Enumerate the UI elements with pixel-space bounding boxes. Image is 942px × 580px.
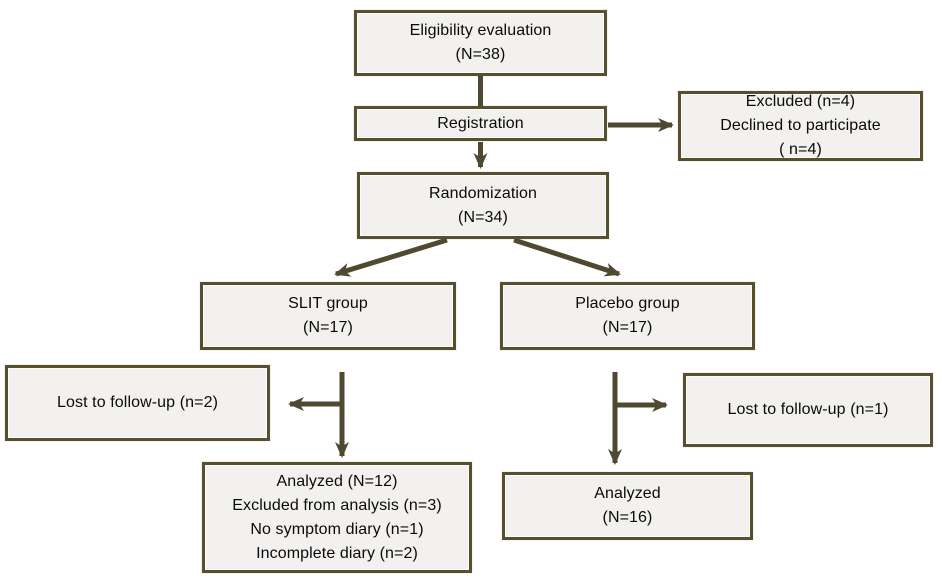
box-analyzed-placebo: Analyzed (N=16) <box>502 472 753 540</box>
box-slit-group: SLIT group (N=17) <box>200 282 456 350</box>
arrow-randomization-to-slit-group <box>334 237 448 277</box>
box-text-line: (N=16) <box>602 509 653 526</box>
box-text-line: (N=17) <box>602 319 653 336</box>
box-text-line: Declined to participate <box>720 117 881 134</box>
box-lost-to-follow-up-slit: Lost to follow-up (n=2) <box>5 365 270 441</box>
box-text-line: Randomization <box>428 184 538 202</box>
box-text-line: Registration <box>437 114 524 132</box>
box-excluded: Excluded (n=4) Declined to participate (… <box>678 91 923 161</box>
box-text-line: Eligibility evaluation <box>409 22 552 39</box>
box-text-line: Placebo group <box>575 295 680 312</box>
box-text-line: Incomplete diary (n=2) <box>256 544 418 562</box>
box-text-line: (N=34) <box>458 208 508 226</box>
box-text-line: Excluded (n=4) <box>745 93 856 110</box>
arrow-randomization-to-placebo-group <box>513 237 621 277</box>
box-randomization: Randomization (N=34) <box>357 172 609 239</box>
box-registration: Registration <box>354 106 607 141</box>
box-text-line: SLIT group <box>288 295 368 312</box>
box-text-line: (N=17) <box>303 319 353 336</box>
box-placebo-group: Placebo group (N=17) <box>500 282 755 350</box>
box-text-line: No symptom diary (n=1) <box>250 520 424 538</box>
box-text-line: Analyzed <box>594 485 661 502</box>
box-text-line: Lost to follow-up (n=2) <box>56 394 219 411</box>
box-lost-to-follow-up-placebo: Lost to follow-up (n=1) <box>683 373 933 447</box>
box-text-line: (N=38) <box>455 46 506 63</box>
box-analyzed-slit: Analyzed (N=12) Excluded from analysis (… <box>202 462 472 573</box>
box-text-line: Excluded from analysis (n=3) <box>232 496 442 514</box>
box-eligibility-evaluation: Eligibility evaluation (N=38) <box>354 10 607 76</box>
box-text-line: Analyzed (N=12) <box>276 472 398 490</box>
box-text-line: Lost to follow-up (n=1) <box>727 401 889 418</box>
box-text-line: ( n=4) <box>779 141 822 158</box>
